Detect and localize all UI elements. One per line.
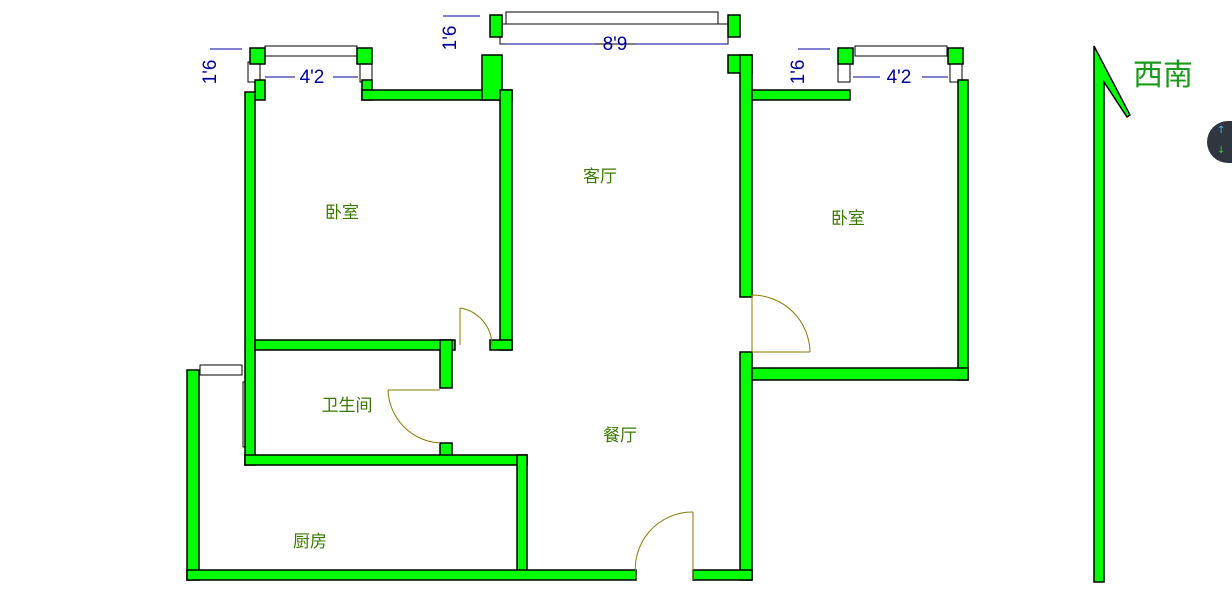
room-label-kitchen: 厨房 <box>293 532 327 552</box>
room-label-bedroom-left: 卧室 <box>325 203 359 223</box>
orientation-label: 西南 <box>1133 58 1193 93</box>
dimension-center-window: 8'9 <box>603 34 628 55</box>
room-label-bathroom: 卫生间 <box>322 396 373 416</box>
room-label-living: 客厅 <box>583 167 617 187</box>
room-label-dining: 餐厅 <box>603 426 637 446</box>
arrow-down-icon[interactable]: ↓ <box>1217 145 1226 156</box>
dimension-center-offset: 1'6 <box>440 26 461 51</box>
doors <box>387 294 811 580</box>
dimension-lines <box>210 15 948 78</box>
dimension-right-window: 4'2 <box>887 67 912 88</box>
dimension-right-offset: 1'6 <box>788 60 809 85</box>
dimension-left-window: 4'2 <box>300 67 325 88</box>
arrow-up-icon[interactable]: ↑ <box>1217 125 1226 136</box>
room-label-bedroom-right: 卧室 <box>831 209 865 229</box>
compass-arrow-icon <box>1093 45 1131 583</box>
walls <box>186 14 969 581</box>
dimension-left-offset: 1'6 <box>200 60 221 85</box>
